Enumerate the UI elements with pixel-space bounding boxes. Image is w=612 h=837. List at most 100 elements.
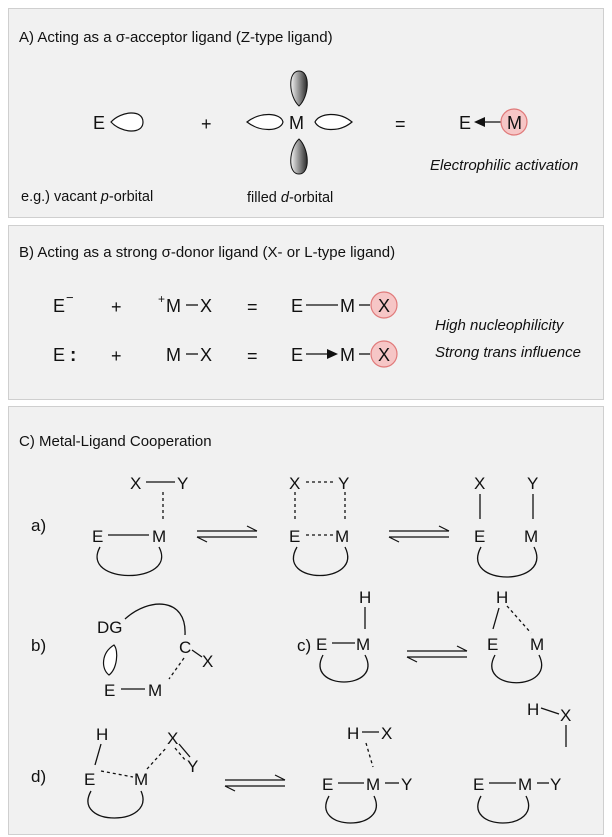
panel-a: A) Acting as a σ-acceptor ligand (Z-type… xyxy=(8,8,604,218)
row2-product-e: E xyxy=(291,345,303,365)
c2-m: M xyxy=(530,635,544,654)
note-trans-influence: Strong trans influence xyxy=(435,344,581,361)
atom-m: M xyxy=(289,113,304,133)
d-orbital-lobe-left xyxy=(246,113,284,131)
d2-e: E xyxy=(322,775,333,794)
b-m: M xyxy=(148,681,162,700)
d3-y: Y xyxy=(550,775,561,794)
panel-b-scheme: E − + + M X = E M X E : + M X = E M X xyxy=(53,290,398,368)
a1-ligand-arc xyxy=(96,546,163,577)
d3-x: X xyxy=(560,706,571,725)
row1-equals: = xyxy=(247,297,258,317)
note-nucleophilicity: High nucleophilicity xyxy=(435,317,564,334)
d1-ligand-arc xyxy=(87,790,144,819)
equals-sign: = xyxy=(395,114,406,134)
equilibrium-arrow-d xyxy=(224,774,286,792)
d1-m: M xyxy=(134,770,148,789)
d2-h: H xyxy=(347,724,359,743)
row1-x: X xyxy=(200,296,212,316)
row1-mcharge: + xyxy=(158,292,165,306)
a3-y: Y xyxy=(527,474,538,493)
d2-m: M xyxy=(366,775,380,794)
a3-ligand-arc xyxy=(477,546,538,578)
product-atom-m: M xyxy=(507,113,522,133)
d1-em-dashed xyxy=(100,770,134,778)
row2-product-x: X xyxy=(378,345,390,365)
a1-y: Y xyxy=(177,474,188,493)
row1-product-x: X xyxy=(378,296,390,316)
b-x: X xyxy=(202,652,213,671)
b-lone-pair-orbital xyxy=(103,644,118,676)
c2-h: H xyxy=(496,588,508,607)
row1-product-m: M xyxy=(340,296,355,316)
d-orbital-lobe-top xyxy=(290,70,308,107)
b-cx-bond xyxy=(191,649,203,658)
d3-e: E xyxy=(473,775,484,794)
note-electrophilic: Electrophilic activation xyxy=(430,157,579,174)
d2-hm-dashed xyxy=(365,742,374,768)
panel-c-scheme: a) b) c) d) X Y E M X Y xyxy=(31,474,571,824)
b-cm-dashed xyxy=(168,657,185,680)
d-orbital-lobe-right xyxy=(314,113,353,131)
row1-e: E xyxy=(53,296,65,316)
a1-x: X xyxy=(130,474,141,493)
d1-h: H xyxy=(96,725,108,744)
d2-ligand-arc xyxy=(325,795,377,824)
row2-m: M xyxy=(166,345,181,365)
row1-m: M xyxy=(166,296,181,316)
row2-equals: = xyxy=(247,346,258,366)
equilibrium-arrow-a2 xyxy=(388,525,450,543)
panel-b-title: B) Acting as a strong σ-donor ligand (X-… xyxy=(19,244,396,261)
d1-xy-dashed xyxy=(174,747,187,762)
row1-plus: + xyxy=(111,297,122,317)
row2-x: X xyxy=(200,345,212,365)
d3-h: H xyxy=(527,700,539,719)
row1-charge: − xyxy=(66,290,74,305)
c2-ligand-arc xyxy=(491,654,543,684)
row2-lone-pair: : xyxy=(70,345,76,366)
d3-ligand-arc xyxy=(477,795,530,824)
panel-c: C) Metal-Ligand Cooperation a) b) c) d) … xyxy=(8,406,604,835)
vacant-p-orbital xyxy=(110,112,144,132)
plus-sign: + xyxy=(201,114,212,134)
d1-y: Y xyxy=(187,757,198,776)
caption-filled-d: filled d-orbital xyxy=(247,190,334,206)
panel-b: B) Acting as a strong σ-donor ligand (X-… xyxy=(8,225,604,400)
equilibrium-arrow-a1 xyxy=(196,525,258,543)
a3-x: X xyxy=(474,474,485,493)
panel-a-title: A) Acting as a σ-acceptor ligand (Z-type… xyxy=(19,29,333,46)
row1-product-e: E xyxy=(291,296,303,316)
b-dg: DG xyxy=(97,618,123,637)
d3-m: M xyxy=(518,775,532,794)
b-e: E xyxy=(104,681,115,700)
highlight-circle xyxy=(500,108,528,136)
a2-e: E xyxy=(289,527,300,546)
d3-hx-bond xyxy=(540,707,560,715)
label-a: a) xyxy=(31,516,46,535)
row2-e: E xyxy=(53,345,65,365)
product-atom-e: E xyxy=(459,113,471,133)
a1-e: E xyxy=(92,527,103,546)
c1-ligand-arc xyxy=(319,654,369,683)
a2-ligand-arc xyxy=(293,546,349,577)
c1-e: E xyxy=(316,635,327,654)
a3-m: M xyxy=(524,527,538,546)
row2-product-m: M xyxy=(340,345,355,365)
d1-mx-dashed xyxy=(146,746,168,770)
panel-c-title: C) Metal-Ligand Cooperation xyxy=(19,433,212,450)
d2-x: X xyxy=(381,724,392,743)
caption-vacant-p: e.g.) vacant p-orbital xyxy=(21,189,154,205)
arrowhead xyxy=(474,117,485,127)
row2-highlight xyxy=(370,340,398,368)
b-tether-arc xyxy=(124,603,186,636)
a2-x: X xyxy=(289,474,300,493)
row2-arrowhead xyxy=(327,349,338,359)
d1-x: X xyxy=(167,729,178,748)
row1-highlight xyxy=(370,291,398,319)
d1-xy-bond xyxy=(178,743,191,758)
a1-m: M xyxy=(152,527,166,546)
c1-h: H xyxy=(359,588,371,607)
d1-eh-bond xyxy=(94,743,102,766)
equilibrium-arrow-c xyxy=(406,645,468,663)
atom-e: E xyxy=(93,113,105,133)
